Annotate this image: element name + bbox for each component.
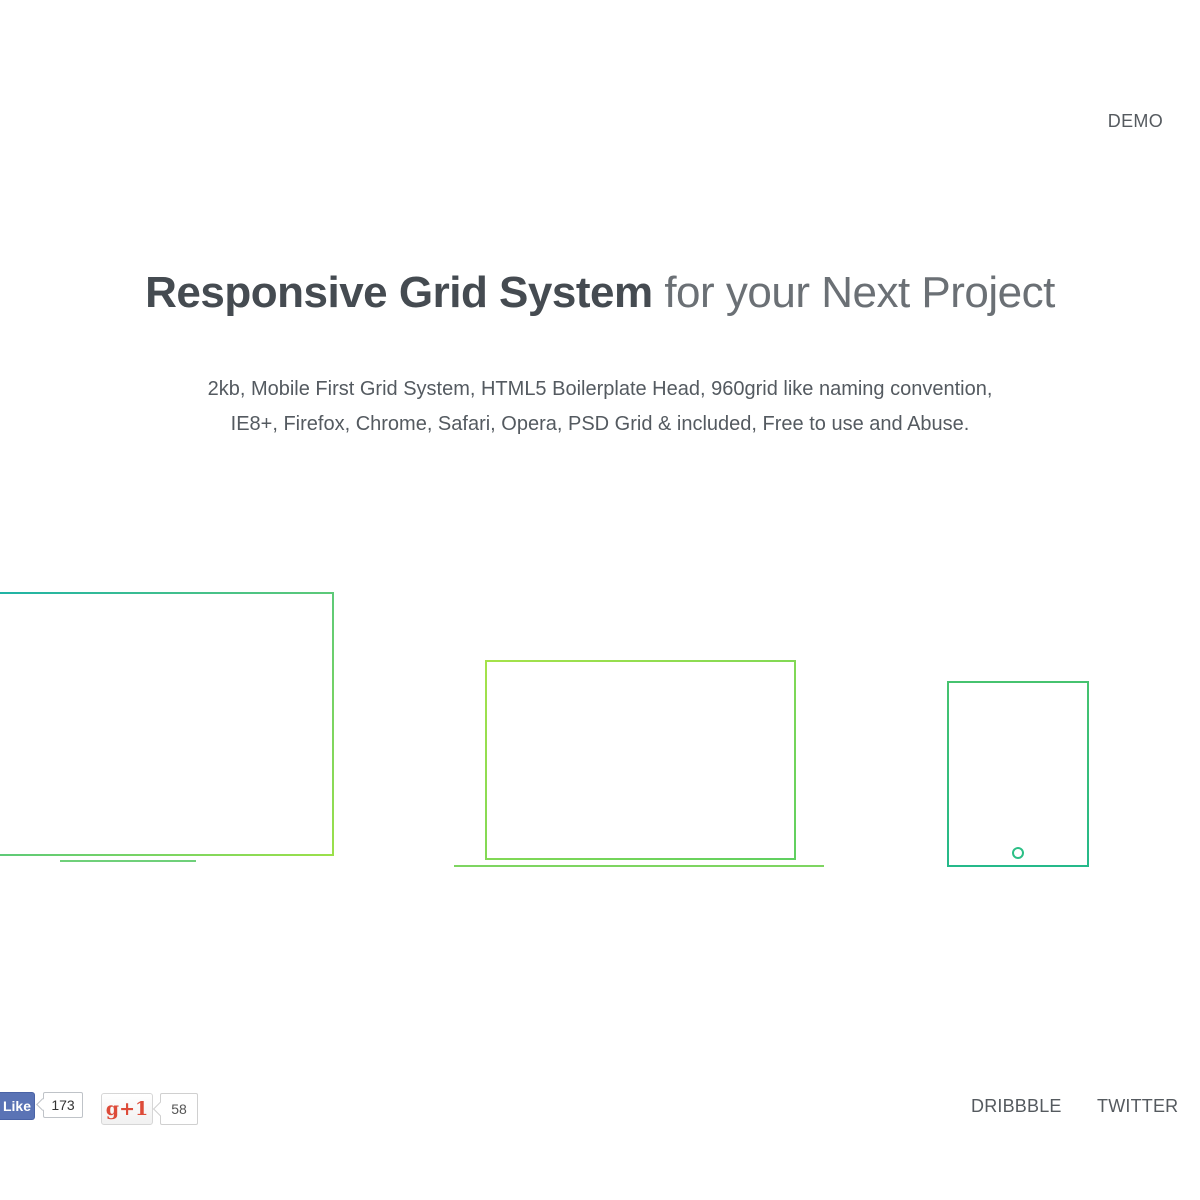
twitter-link[interactable]: TWITTER (1097, 1096, 1179, 1116)
hero-description-line-2: IE8+, Firefox, Chrome, Safari, Opera, PS… (230, 413, 970, 435)
tablet-icon (947, 681, 1089, 867)
desktop-monitor-icon (0, 592, 334, 862)
page-title-light: for your Next Project (664, 268, 1055, 317)
hero-description: 2kb, Mobile First Grid System, HTML5 Boi… (150, 372, 1050, 442)
page-title-strong: Responsive Grid System (145, 268, 653, 317)
demo-link[interactable]: DEMO (1107, 111, 1163, 131)
google-plus-one-button[interactable]: g+1 (101, 1093, 153, 1125)
page-title: Responsive Grid System for your Next Pro… (0, 263, 1200, 323)
facebook-like-button[interactable]: Like (0, 1092, 35, 1120)
facebook-like-count: 173 (43, 1092, 83, 1118)
dribbble-link[interactable]: DRIBBBLE (971, 1096, 1062, 1116)
hero-description-line-1: 2kb, Mobile First Grid System, HTML5 Boi… (207, 378, 993, 400)
laptop-icon (454, 660, 824, 867)
google-plus-count: 58 (160, 1093, 198, 1125)
